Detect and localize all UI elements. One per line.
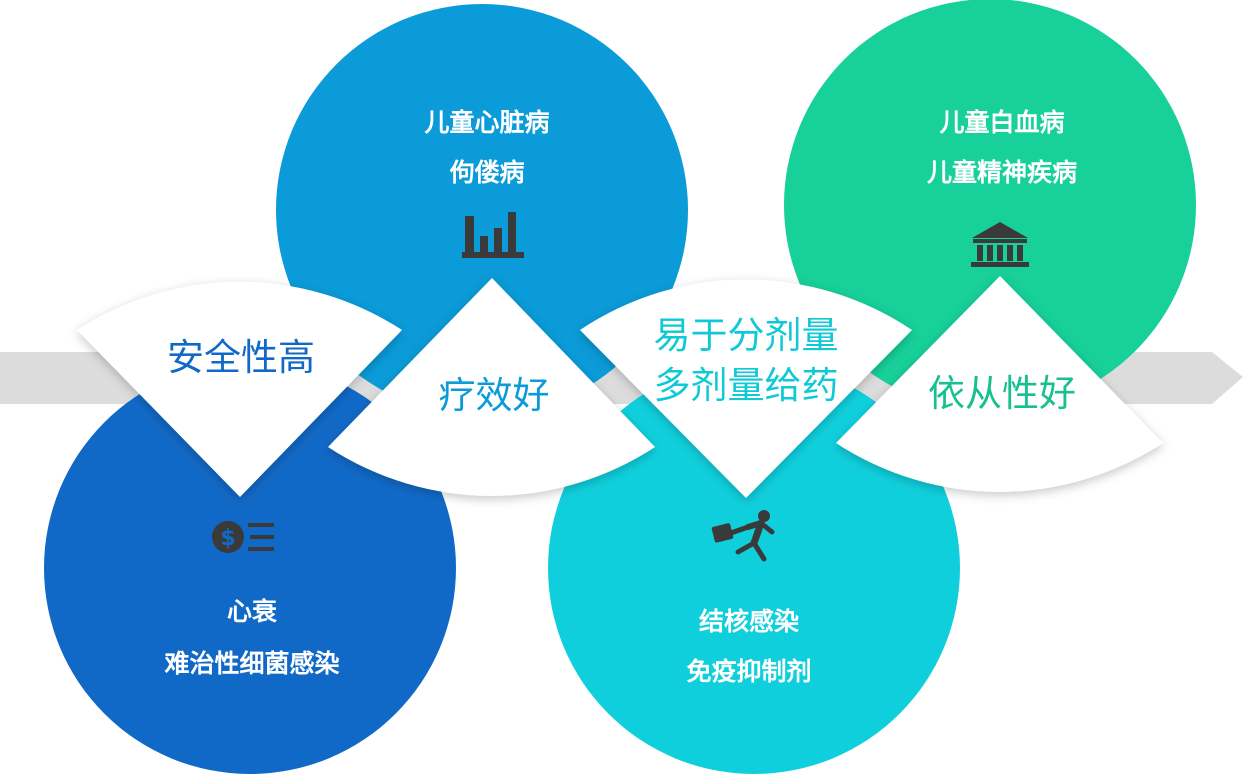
petal-safety [77, 281, 402, 497]
benefit-efficacy: 疗效好 [439, 374, 550, 417]
running-man-briefcase-icon [711, 510, 775, 562]
circle-leukemia [784, 0, 1196, 411]
petal-efficacy [328, 278, 655, 496]
svg-text:$: $ [220, 526, 235, 551]
circle-tuberculosis [548, 362, 960, 774]
circle-1-line-1: 儿童心脏病 [424, 108, 549, 137]
bank-building-icon [971, 222, 1029, 267]
circle-1-line-2: 佝偻病 [449, 158, 524, 187]
circle-heart-failure [44, 362, 456, 774]
circle-3-line-1: 心衰 [227, 597, 278, 626]
benefit-safety: 安全性高 [167, 336, 315, 379]
circle-3-line-2: 难治性细菌感染 [164, 649, 339, 678]
bar-chart-icon [462, 212, 524, 258]
circle-4-line-2: 免疫抑制剂 [686, 657, 811, 686]
circle-2-line-1: 儿童白血病 [939, 108, 1064, 137]
circle-2-line-2: 儿童精神疾病 [927, 158, 1077, 187]
petal-dosing [580, 279, 912, 498]
circle-4-line-1: 结核感染 [699, 607, 799, 636]
petal-compliance [836, 276, 1163, 492]
circle-heart-disease [276, 4, 688, 416]
benefit-dosing-line-2: 多剂量给药 [654, 364, 839, 407]
money-coin-icon: $ [212, 521, 274, 553]
benefit-dosing-line-1: 易于分剂量 [654, 314, 839, 357]
benefit-compliance: 依从性好 [928, 372, 1076, 415]
